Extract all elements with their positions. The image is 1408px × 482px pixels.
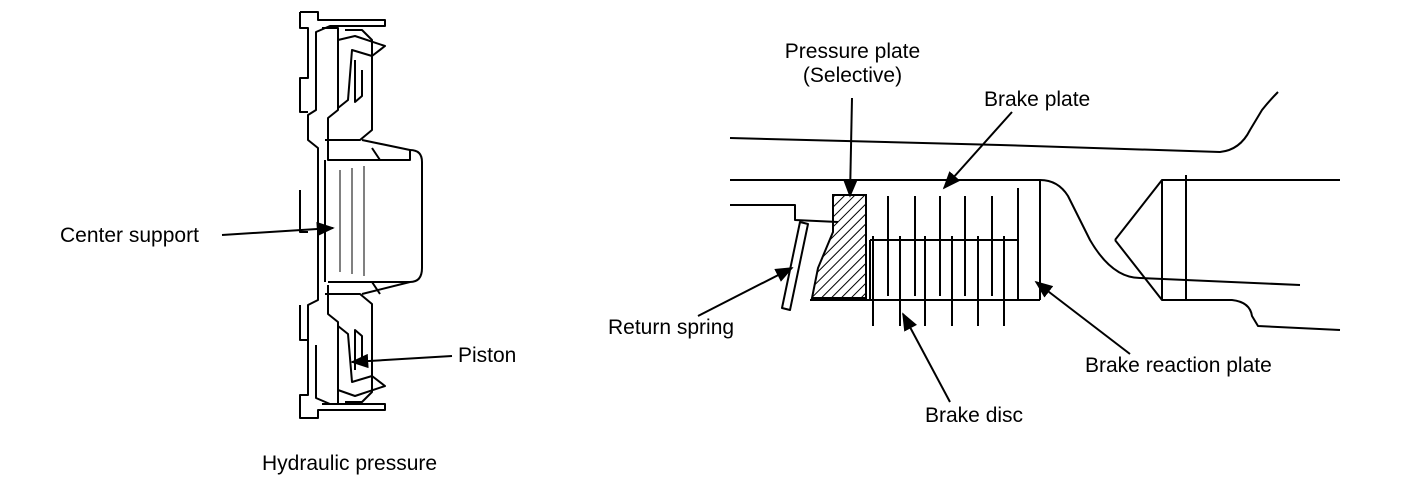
pressure-plate-label-line2: (Selective) [802, 64, 903, 87]
return-spring-leader [697, 267, 794, 317]
piston-leader [350, 353, 453, 369]
return-spring-label: Return spring [608, 316, 735, 339]
pressure-plate-label-line1: Pressure plate [784, 40, 921, 63]
hydraulic-pressure-label: Hydraulic pressure [262, 452, 438, 475]
pressure-plate-label: Pressure plate (Selective) [765, 40, 940, 88]
brake-plate-leader [942, 111, 1013, 190]
center-support-label: Center support [60, 224, 199, 247]
piston-label: Piston [458, 344, 517, 367]
center-support-section [299, 11, 423, 419]
brake-disc-label: Brake disc [925, 404, 1024, 427]
center-support-leader [221, 221, 335, 237]
brake-reaction-plate-leader [1034, 280, 1131, 355]
brake-pack-section [729, 91, 1341, 331]
brake-plate-label: Brake plate [984, 88, 1091, 111]
brake-reaction-plate-label: Brake reaction plate [1085, 354, 1272, 377]
brake-disc-leader [902, 312, 951, 403]
pressure-plate-leader [843, 97, 858, 198]
pressure-plate-shape [810, 194, 867, 299]
